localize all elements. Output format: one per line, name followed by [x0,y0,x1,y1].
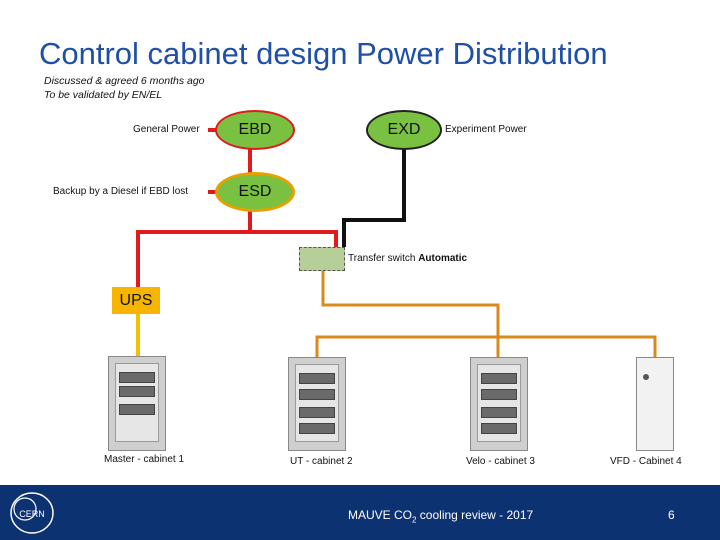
cabinet-3-label: Velo - cabinet 3 [466,456,535,467]
cabinet-4-icon [636,357,674,451]
footer-text: MAUVE CO2 cooling review - 2017 [348,508,533,524]
distribution-line-ut-vfd [315,335,657,357]
general-power-label: General Power [133,124,200,135]
backup-label: Backup by a Diesel if EBD lost [53,186,189,197]
cabinet-1-icon [108,356,166,451]
ebd-node: EBD [215,110,295,150]
ups-box: UPS [112,287,160,314]
cabinet-2-icon [288,357,346,451]
note-line-2: To be validated by EN/EL [44,89,163,101]
experiment-line [342,148,406,247]
page-number: 6 [668,508,675,522]
page-title: Control cabinet design Power Distributio… [39,36,608,71]
transfer-switch-icon [299,247,345,271]
cern-logo-icon: CERN [10,492,54,534]
exd-label: EXD [387,121,421,138]
footer-text-sub: 2 [412,515,417,525]
cabinet-3-icon [470,357,528,451]
note-line-1: Discussed & agreed 6 months ago [44,75,205,87]
distribution-line-velo [321,270,500,357]
exd-node: EXD [366,110,442,150]
cern-logo-text: CERN [19,509,45,519]
esd-switch-line [250,230,338,247]
esd-label: ESD [238,183,272,200]
power-lines [136,128,657,357]
footer-text-prefix: MAUVE CO [348,508,413,522]
esd-node: ESD [215,172,295,212]
transfer-switch-mode: Automatic [418,253,468,264]
footer-bar [0,485,720,540]
esd-ups-line [136,210,252,287]
ebd-label: EBD [238,121,272,138]
transfer-switch-text: Transfer switch [348,253,419,264]
ups-label: UPS [119,291,153,309]
cabinet-1-label: Master - cabinet 1 [104,454,185,465]
cabinet-2-label: UT - cabinet 2 [290,456,353,467]
footer-text-suffix: cooling review - 2017 [416,508,534,522]
experiment-power-label: Experiment Power [445,124,527,135]
transfer-switch-label: Transfer switch Automatic [348,253,467,264]
cabinet-4-label: VFD - Cabinet 4 [610,456,682,467]
